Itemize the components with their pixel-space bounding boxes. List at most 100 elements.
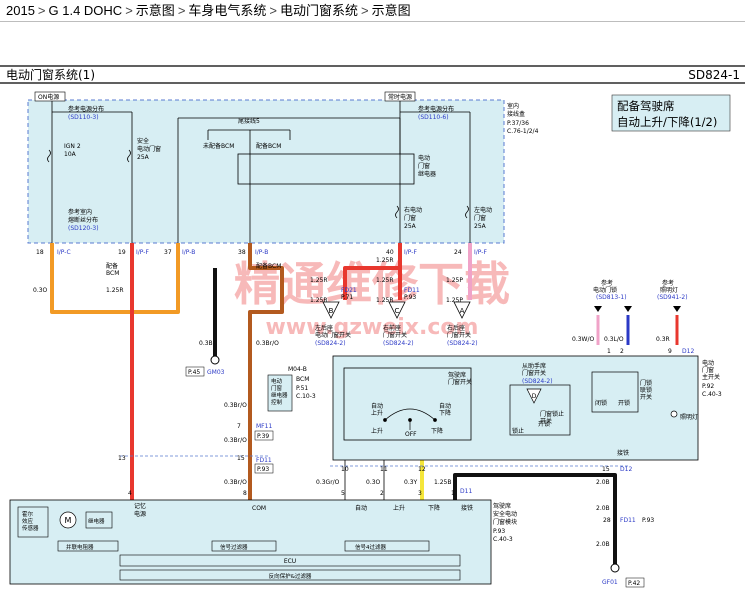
- breadcrumb-separator: >: [269, 3, 278, 18]
- pin-3: 3: [418, 490, 422, 497]
- ms-lock-open: 开锁: [538, 420, 550, 428]
- safety-module-pins: 4 8 5 2 3 1: [128, 490, 455, 497]
- ref1-line1: 参考: [601, 279, 613, 287]
- parallel-resistor-box: [57, 540, 119, 552]
- ref-power-dist2-label: 参考电源分布: [418, 105, 454, 113]
- fd11c-id: FD11: [620, 517, 636, 524]
- diagram-title: 电动门窗系统(1): [6, 67, 95, 82]
- pin-9: 9: [668, 348, 672, 355]
- ms-door-lock2: 联锁: [640, 386, 652, 394]
- wire-label: 0.3Br/O: [224, 479, 247, 486]
- ms-door-lock3: 开关: [640, 393, 652, 401]
- ms-down: 下降: [431, 427, 443, 435]
- diagram-code: SD824-1: [688, 68, 740, 82]
- fd11a-id: FD11: [404, 287, 420, 294]
- pin-7: 7: [237, 423, 241, 430]
- breadcrumb-item[interactable]: 电动门窗系统: [280, 3, 359, 18]
- sm-relay: 继电器: [88, 517, 105, 525]
- on-power-label: ON电源: [38, 93, 59, 101]
- pin-37: 37: [164, 249, 172, 256]
- bcm-module-ref1: P.51: [296, 385, 308, 392]
- sm-ecu: ECU: [284, 558, 296, 565]
- conn-ipf3: I/P-F: [474, 249, 487, 256]
- ms-from2: 门窗开关: [522, 369, 546, 377]
- bcm-module-name: BCM: [296, 376, 309, 383]
- sm-title3: 门窗模块: [493, 518, 517, 526]
- wire-label: 1.25R: [310, 297, 328, 304]
- fd11b-ref-box: [254, 463, 274, 474]
- wire-label: 2.0B: [596, 479, 610, 486]
- ms-open: 开锁: [618, 399, 630, 407]
- fd11c-ref: P.93: [642, 517, 654, 524]
- mf11-ref-box: [254, 430, 274, 441]
- conn-ipf: I/P-F: [136, 249, 149, 256]
- ref-indoor-code: (SD120-3): [68, 225, 99, 232]
- pin-15b: 15: [602, 466, 610, 473]
- pin-1b: 1: [451, 490, 455, 497]
- pin-8: 8: [243, 490, 247, 497]
- ref-power-dist-code: (SD110-3): [68, 114, 99, 121]
- ref-power-dist-label: 参考电源分布: [68, 105, 104, 113]
- breadcrumb-item[interactable]: G 1.4 DOHC: [48, 3, 123, 18]
- conn-ipb2: I/P-B: [255, 249, 268, 256]
- ref2-line2: 照明灯: [660, 286, 678, 294]
- fuse-safety-amp: 25A: [137, 154, 150, 161]
- relay-tail-label: 尾接线5: [238, 117, 260, 125]
- ground-gf01: [610, 563, 620, 573]
- hall-sensor-box: [17, 506, 49, 538]
- wire-label: 0.3Br/O: [256, 340, 279, 347]
- sm-col-power2: 电源: [134, 510, 146, 518]
- wire-label: 0.3R: [656, 336, 670, 343]
- bcm-label3: 配备BCM: [256, 262, 281, 270]
- bcm-inner1: 电动: [271, 377, 283, 385]
- pw-relay-line3: 继电器: [418, 170, 436, 178]
- breadcrumb-item[interactable]: 2015: [6, 3, 35, 18]
- gf01-id: GF01: [602, 579, 618, 586]
- colored-wires: [50, 243, 679, 570]
- sm-col-com: COM: [252, 505, 266, 512]
- ref1-code: (SD813-1): [596, 294, 627, 301]
- breadcrumb-separator: >: [37, 3, 46, 18]
- ref2-code: (SD941-2): [657, 294, 688, 301]
- driver-switch-box: [343, 367, 472, 441]
- fuse-left-line2: 门窗: [474, 214, 486, 222]
- ms-ref1: P.92: [702, 383, 714, 390]
- pw-relay-line1: 电动: [418, 154, 430, 162]
- jb-ref1: P.37/36: [507, 120, 529, 127]
- ms-ref2: C.40-3: [702, 391, 722, 398]
- ms-close: 闭锁: [595, 399, 607, 407]
- driver-switch-contacts: [383, 408, 437, 430]
- switch-a-line2: 门窗开关: [447, 331, 471, 339]
- relay-no-bcm: 未配备BCM: [203, 142, 234, 150]
- wire-label: 0.3W/O: [572, 336, 594, 343]
- ref-indoor-label2: 熔断丝分布: [68, 216, 98, 224]
- mf11-id: MF11: [256, 423, 272, 430]
- constant-power-label: 常时电源: [388, 93, 412, 101]
- ms-driver2: 门窗开关: [448, 378, 472, 386]
- note-line2: 自动上升/下降(1/2): [617, 115, 717, 129]
- pin-38: 38: [238, 249, 246, 256]
- fd11a-ref: P.93: [404, 294, 416, 301]
- reverse-filter-box: [119, 569, 461, 581]
- breadcrumb-item[interactable]: 示意图: [135, 3, 175, 18]
- breadcrumb-item[interactable]: 车身电气系统: [188, 3, 267, 18]
- signal4-filter-box: [344, 540, 430, 552]
- bcm-label1: 配备: [106, 262, 118, 270]
- pin-40: 40: [386, 249, 394, 256]
- gm03-id: GM03: [207, 369, 225, 376]
- sm-hall3: 传感器: [22, 524, 39, 532]
- wire-label: 0.3Gr/O: [316, 479, 340, 486]
- fuse-symbols: [47, 149, 469, 219]
- door-lock-switch-box: [591, 371, 639, 413]
- d11-label: D11: [460, 488, 472, 495]
- switch-b-line2: 电动门窗开关: [315, 331, 351, 339]
- sm-title1: 驾驶席: [493, 502, 511, 510]
- ms-ground: 接铁: [617, 449, 629, 457]
- ref1-line2: 电动门锁: [593, 286, 617, 294]
- ms-door-lock1: 门锁: [640, 379, 652, 387]
- d12b-label: D12: [620, 466, 632, 473]
- switch-b-line1: 左后座: [315, 324, 333, 332]
- sm-ref2: C.40-3: [493, 536, 513, 543]
- wire-label: 1.25P: [446, 277, 463, 284]
- junction-box: [27, 99, 505, 244]
